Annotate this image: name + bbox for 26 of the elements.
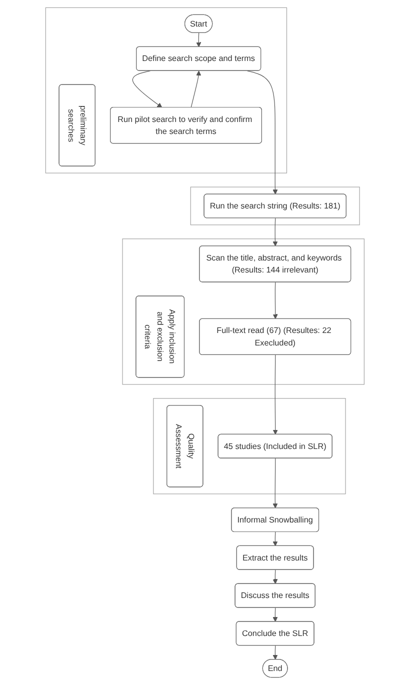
process-box: Conclude the SLR [235, 621, 314, 646]
arrow [272, 607, 278, 622]
arrow [272, 570, 278, 584]
arrow [272, 354, 278, 435]
process-box: Define search scope and terms [136, 46, 261, 71]
lane-label-box: preliminary searches [58, 84, 96, 166]
process-box: Scan the title, abstract, and keywords (Results: 144 irrelevant) [198, 246, 351, 282]
arrow [272, 282, 278, 320]
process-box: 45 studies (Included in SLR) [217, 434, 332, 458]
arrow [246, 70, 278, 195]
arrow [132, 70, 162, 108]
lane-label-box: Apply inclusion and exclusion criteria [135, 296, 184, 378]
process-box: Discuss the results [234, 583, 315, 608]
process-box: Run the search string (Results: 181) [203, 194, 346, 218]
process-box: Run pilot search to verify and confirm the search terms [110, 106, 262, 144]
process-box: Informal Snowballing [230, 508, 319, 532]
arrow [272, 532, 278, 546]
arrow [272, 218, 278, 246]
arrow [272, 645, 278, 660]
process-box: Full-text read (67) (Resultes: 22 Execluded) [198, 318, 351, 356]
arrow [190, 70, 201, 108]
arrow [196, 32, 201, 48]
process-box: Extract the results [236, 545, 314, 570]
arrow [272, 458, 278, 508]
terminal-oval: End [262, 659, 288, 678]
lane-label-box: Quality Assessment [166, 405, 203, 488]
